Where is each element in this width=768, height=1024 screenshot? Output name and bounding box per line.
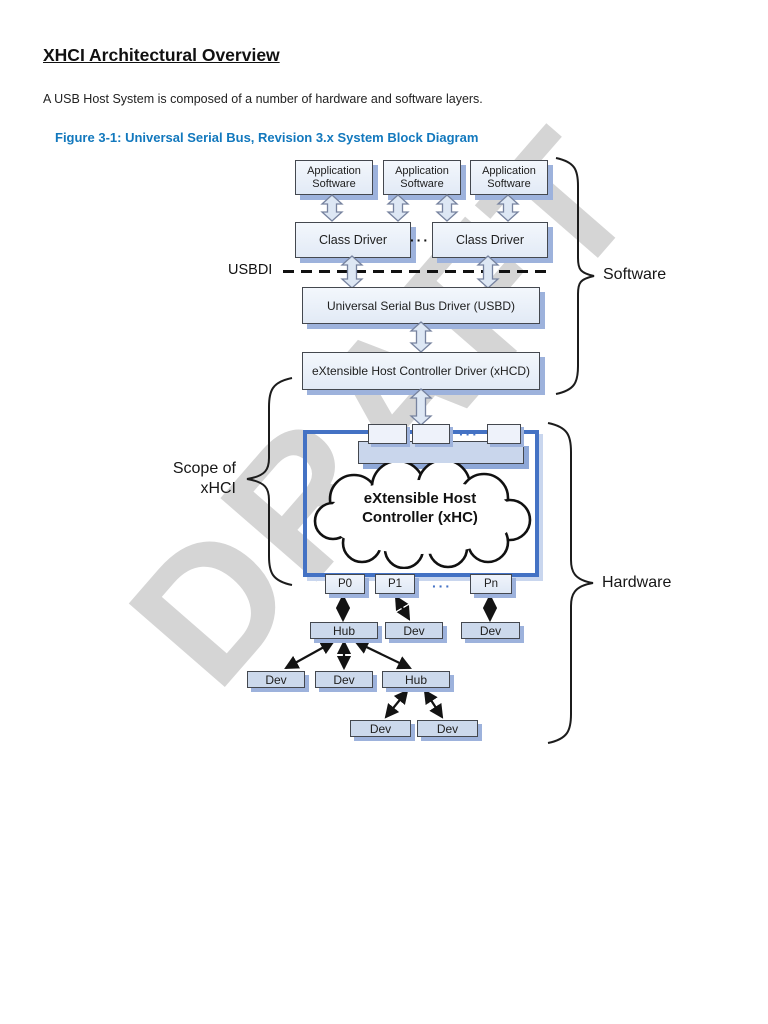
scope-label-line2: xHCI (200, 480, 236, 497)
figure-caption: Figure 3-1: Universal Serial Bus, Revisi… (55, 130, 479, 145)
application-software-box: Application Software (383, 160, 461, 195)
double-arrow-icon (435, 194, 459, 222)
hub-box: Hub (382, 671, 450, 688)
register-box (412, 424, 450, 444)
dev-box: Dev (461, 622, 520, 639)
register-interface-bar (358, 441, 524, 464)
xhc-cloud-label-line2: Controller (xHC) (362, 509, 478, 526)
usbdi-label: USBDI (228, 262, 273, 278)
intro-text: A USB Host System is composed of a numbe… (43, 92, 483, 106)
software-brace-label: Software (603, 266, 667, 283)
xhc-cloud-label: eXtensible Host Controller (xHC) (328, 489, 512, 527)
ellipsis: ··· (410, 232, 430, 248)
dev-box: Dev (417, 720, 478, 737)
application-software-box: Application Software (470, 160, 548, 195)
xhcd-box: eXtensible Host Controller Driver (xHCD) (302, 352, 540, 390)
dev-box: Dev (315, 671, 373, 688)
double-arrow-icon (409, 388, 433, 426)
double-arrow-icon (320, 194, 344, 222)
hardware-brace-label: Hardware (602, 574, 672, 591)
usbd-box: Universal Serial Bus Driver (USBD) (302, 287, 540, 324)
port-box-p1: P1 (375, 574, 415, 594)
double-arrow-icon (340, 255, 364, 289)
xhc-cloud-label-line1: eXtensible Host (363, 490, 477, 507)
dev-box: Dev (247, 671, 305, 688)
hardware-brace (547, 422, 594, 744)
double-arrow-icon (476, 255, 500, 289)
double-arrow-icon (409, 321, 433, 353)
dev-box: Dev (350, 720, 411, 737)
port-box-pn: Pn (470, 574, 512, 594)
register-box (487, 424, 521, 444)
application-software-box: Application Software (295, 160, 373, 195)
usbdi-dashed-line (283, 270, 553, 273)
class-driver-box: Class Driver (295, 222, 411, 258)
scope-of-xhci-label: Scope of xHCI (158, 459, 236, 499)
scope-label-line1: Scope of (172, 460, 236, 477)
class-driver-box: Class Driver (432, 222, 548, 258)
hub-box: Hub (310, 622, 378, 639)
dev-box: Dev (385, 622, 443, 639)
register-box (368, 424, 407, 444)
double-arrow-icon (386, 194, 410, 222)
port-box-p0: P0 (325, 574, 365, 594)
ellipsis: ··· (459, 426, 479, 442)
double-arrow-icon (496, 194, 520, 222)
xhc-cloud (313, 463, 532, 569)
page-title: XHCI Architectural Overview (43, 45, 280, 65)
ellipsis: ··· (432, 578, 452, 594)
